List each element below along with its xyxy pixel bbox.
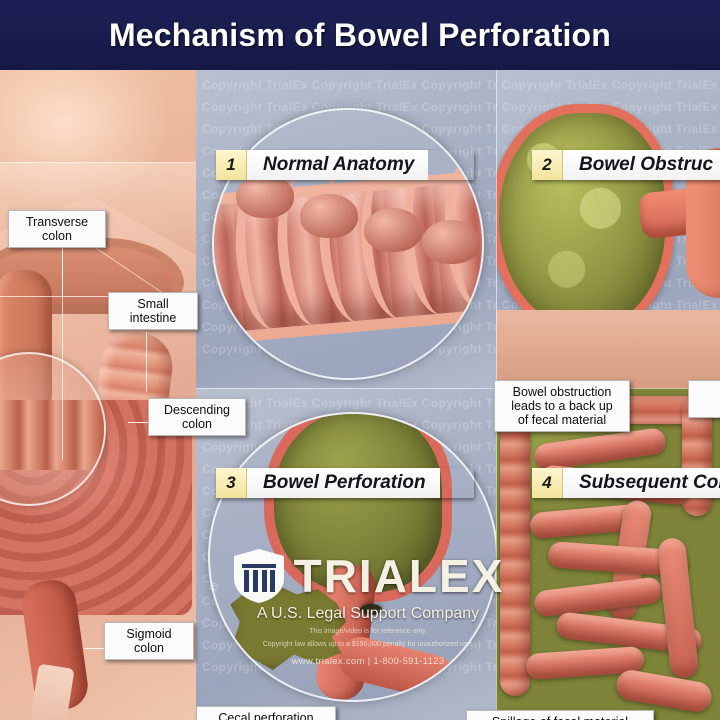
panel-3-header[interactable]: 3 Bowel Perforation — [216, 468, 474, 498]
panel-2-title: Bowel Obstruc — [563, 150, 720, 180]
guide-line-vertical — [62, 220, 63, 460]
haustral-sac — [236, 174, 294, 218]
perforation-hole — [360, 604, 382, 615]
panel-4-number: 4 — [532, 468, 563, 498]
label-descending-colon: Descending colon — [148, 398, 246, 436]
label-transverse-colon: Transverse colon — [8, 210, 106, 248]
label-sigmoid-colon: Sigmoid colon — [104, 622, 194, 660]
panel-3-bowel-perforation[interactable]: TrialEx Copyright TrialEx Copyright Tria… — [196, 388, 496, 720]
panel-2-bowel-obstruction[interactable]: TrialEx Copyright TrialEx Copyright Tria… — [496, 70, 720, 388]
caption-panel-4: Spillage of fecal material flows through… — [466, 710, 654, 720]
bowel-loop — [656, 536, 700, 680]
contaminated-bowel-mass — [496, 388, 720, 720]
panel-1-title: Normal Anatomy — [247, 150, 429, 180]
leader-line-descending — [128, 422, 150, 423]
obstructed-bowel-illustration — [496, 104, 720, 337]
panel-2-number: 2 — [532, 150, 563, 180]
magnified-colon-detail — [0, 400, 104, 470]
perforation-inset-circle — [208, 412, 496, 702]
panel-4-subsequent-contamination[interactable] — [496, 388, 720, 720]
bowel-loop — [532, 576, 664, 618]
leader-line-sigmoid — [84, 648, 106, 649]
illustration-canvas: TrialEx Copyright TrialEx Copyright Tria… — [0, 70, 720, 720]
panel-4-title: Subsequent Cor — [563, 468, 720, 498]
abdomen-anatomy-illustration — [0, 70, 216, 720]
panel-divider-horizontal — [196, 388, 720, 389]
caption-panel-2: Bowel obstruction leads to a back up of … — [494, 380, 630, 432]
haustral-sac — [422, 220, 480, 264]
caption-panel-3: Cecal perforation from build up of press… — [196, 706, 336, 720]
panel-3-title: Bowel Perforation — [247, 468, 440, 498]
haustral-sac — [300, 194, 358, 238]
normal-colon-inset-circle — [212, 108, 484, 380]
leader-line-small-intestine — [146, 332, 147, 392]
panel-4-header[interactable]: 4 Subsequent Cor — [532, 468, 720, 498]
panel-1-header[interactable]: 1 Normal Anatomy — [216, 150, 474, 180]
title-bar: Mechanism of Bowel Perforation — [0, 0, 720, 70]
page-title: Mechanism of Bowel Perforation — [108, 16, 612, 53]
panel-2-header[interactable]: 2 Bowel Obstruc — [532, 150, 720, 180]
leader-line-transverse — [62, 248, 63, 296]
label-small-intestine: Small intestine — [108, 292, 198, 330]
panel-2-tissue-strip — [496, 310, 720, 388]
haustral-sac — [364, 208, 422, 252]
ascending-colon-frame — [500, 396, 530, 696]
caption-panel-2-edge: B obs — [688, 380, 720, 418]
bowel-loop — [614, 667, 714, 715]
panel-1-number: 1 — [216, 150, 247, 180]
panel-3-number: 3 — [216, 468, 247, 498]
panel-1-normal-anatomy[interactable]: TrialEx Copyright TrialEx Copyright Tria… — [196, 70, 496, 388]
